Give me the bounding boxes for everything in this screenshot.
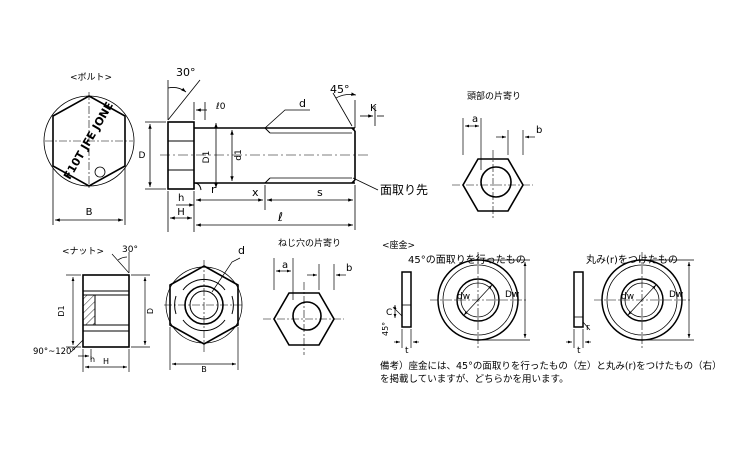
bolt-dimension-lines bbox=[145, 79, 384, 232]
washer-dim-45deg: 45° bbox=[381, 322, 390, 336]
nut-dim-B: B bbox=[201, 365, 207, 374]
bolt-dim-r: r bbox=[211, 183, 216, 196]
washer-dim-r: r bbox=[586, 323, 590, 333]
bolt-dim-x: x bbox=[252, 186, 259, 199]
washer-chamfered-section bbox=[392, 271, 419, 348]
thread-offset-b: b bbox=[346, 263, 352, 274]
nut-dim-h: h bbox=[90, 355, 95, 364]
washer-dim-t-right: t bbox=[577, 346, 581, 356]
washer-dim-dw-right: dw bbox=[621, 292, 634, 302]
bolt-side-view bbox=[160, 121, 370, 191]
washer-dim-t-left: t bbox=[405, 346, 409, 356]
washer-dim-Dw-right: Dw bbox=[669, 290, 683, 300]
nut-dim-H: H bbox=[103, 357, 109, 366]
bolt-dim-30deg: 30° bbox=[176, 66, 196, 79]
thread-offset-a: a bbox=[282, 260, 288, 271]
bolt-dim-K: K bbox=[370, 103, 377, 114]
nut-dim-D: D bbox=[146, 308, 155, 314]
washer-dim-Dw-left: Dw bbox=[505, 290, 519, 300]
thread-offset-figure bbox=[263, 258, 346, 355]
washer-section-title: <座金> bbox=[382, 239, 415, 251]
nut-dim-seat-angle: 90°~120° bbox=[33, 347, 76, 357]
bolt-dim-D: D bbox=[139, 151, 146, 161]
head-offset-a: a bbox=[472, 114, 478, 125]
bolt-dim-h: h bbox=[178, 193, 184, 204]
nut-dimension-lines bbox=[66, 252, 150, 372]
bolt-dim-l0: ℓ0 bbox=[215, 102, 226, 112]
head-offset-title: 頭部の片寄り bbox=[467, 90, 521, 102]
washer-rounded-face bbox=[594, 252, 694, 348]
bolt-dim-s: s bbox=[317, 186, 323, 199]
washer-note-line1: 備考）座金には、45°の面取りを行ったもの（左）と丸み(r)をつけたもの（右） bbox=[380, 361, 722, 372]
washer-rounded-section bbox=[566, 271, 591, 348]
nut-dim-D1: D1 bbox=[57, 305, 66, 316]
nut-end-view bbox=[164, 260, 244, 352]
bolt-head-end-view bbox=[43, 92, 135, 190]
nut-section-title: <ナット> bbox=[62, 246, 104, 257]
washer-dim-dw-left: dw bbox=[457, 292, 470, 302]
bolt-dim-d: d bbox=[299, 97, 306, 110]
bolt-dim-H: H bbox=[177, 207, 185, 218]
bolt-dim-d1: d1 bbox=[234, 149, 244, 160]
washer-note: 備考）座金には、45°の面取りを行ったもの（左）と丸み(r)をつけたもの（右） … bbox=[380, 360, 722, 386]
washer-chamfered-face bbox=[430, 252, 530, 348]
bolt-dim-l: ℓ bbox=[277, 210, 283, 224]
nut-dim-d: d bbox=[238, 244, 245, 257]
bolt-chamfer-label: 面取り先 bbox=[380, 183, 428, 197]
head-offset-figure bbox=[452, 118, 535, 220]
nut-side-view bbox=[82, 274, 130, 348]
bolt-dim-D1: D1 bbox=[202, 151, 212, 164]
bolt-dim-B: B bbox=[86, 207, 93, 218]
nut-dim-30deg: 30° bbox=[122, 245, 138, 255]
thread-offset-title: ねじ穴の片寄り bbox=[278, 237, 341, 249]
nut-end-dimension-lines bbox=[169, 257, 241, 370]
washer-note-line2: を掲載していますが、どちらかを用います。 bbox=[380, 374, 569, 385]
washer-dim-C: C bbox=[386, 308, 392, 318]
bolt-head-width-dim bbox=[52, 168, 126, 225]
bolt-dim-45deg: 45° bbox=[330, 83, 350, 96]
head-offset-b: b bbox=[536, 125, 542, 136]
bolt-section-title: <ボルト> bbox=[70, 72, 112, 83]
washer-chamfered-title: 45°の面取りを行ったもの bbox=[408, 253, 526, 266]
washer-rounded-title: 丸み(r)をつけたもの bbox=[586, 253, 678, 266]
